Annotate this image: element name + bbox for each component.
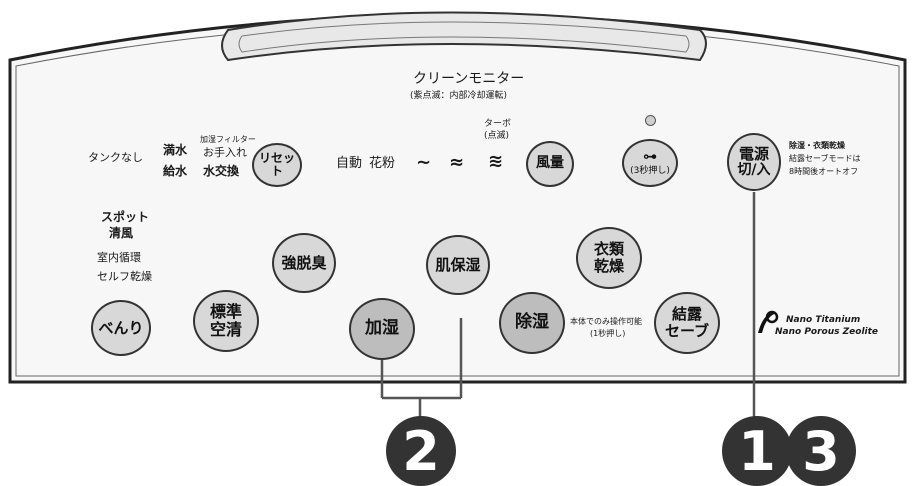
supply-water-indicator: 給水 xyxy=(163,164,188,178)
turbo-label-line2: (点滅) xyxy=(484,131,510,141)
filter-care-line1: 加湿フィルター xyxy=(200,135,256,144)
condensation-save-button[interactable]: 結露 セーブ xyxy=(654,292,720,354)
dehumidify-button-label: 除湿 xyxy=(515,312,549,333)
tank-none-indicator: タンクなし xyxy=(88,151,143,164)
skin-humidity-button[interactable]: 肌保湿 xyxy=(426,235,490,295)
room-circulation-label: 室内循環 xyxy=(97,251,141,264)
fan-mid-icon: ≈ xyxy=(449,152,465,173)
clothes-dry-line1: 衣類 xyxy=(593,240,624,259)
standard-clean-line1: 標準 xyxy=(209,302,242,322)
dehumidify-note-line1: 本体でのみ操作可能 xyxy=(570,317,642,326)
turbo-label-line1: ターボ xyxy=(484,119,512,129)
full-water-indicator: 満水 xyxy=(163,143,188,157)
water-change-indicator: 水交換 xyxy=(203,164,240,178)
standard-clean-button[interactable]: 標準 空清 xyxy=(193,290,259,352)
power-button[interactable]: 電源 切/入 xyxy=(727,133,781,191)
clothes-dry-line2: 乾燥 xyxy=(593,257,624,275)
fan-low-icon: ∼ xyxy=(416,152,432,173)
benri-button-label: べんり xyxy=(98,318,144,337)
skin-humidity-button-label: 肌保湿 xyxy=(435,255,481,274)
clean-monitor-title: クリーンモニター xyxy=(413,71,525,87)
key-icon: ⊶ xyxy=(643,149,657,166)
power-note-line1: 除湿・衣類乾燥 xyxy=(789,141,845,150)
spot-label-line2: 清風 xyxy=(109,226,134,240)
display-window xyxy=(221,11,707,62)
spot-label-line1: スポット xyxy=(101,210,150,224)
deodorize-button-label: 強脱臭 xyxy=(281,253,327,272)
benri-button[interactable]: べんり xyxy=(91,300,151,356)
callout-3: 3 xyxy=(786,416,856,486)
brand-logo-icon xyxy=(758,310,779,333)
child-lock-button[interactable]: ⊶ (3秒押し) xyxy=(622,139,678,187)
humidify-button[interactable]: 加湿 xyxy=(349,298,415,360)
dehumidify-note-line2: (1秒押し) xyxy=(590,329,626,338)
condensation-save-line2: セーブ xyxy=(664,322,710,340)
clothes-dry-button[interactable]: 衣類 乾燥 xyxy=(576,227,642,289)
mode-auto-indicator: 自動 xyxy=(336,156,363,171)
deodorize-button[interactable]: 強脱臭 xyxy=(272,233,336,293)
fan-speed-button[interactable]: 風量 xyxy=(526,141,574,187)
reset-button[interactable]: リセット xyxy=(252,143,302,187)
power-note-line3: 8時間後オートオフ xyxy=(789,167,859,176)
mode-pollen-indicator: 花粉 xyxy=(369,156,396,171)
fan-turbo-icon: ≋ xyxy=(488,151,504,172)
reset-button-label: リセット xyxy=(258,150,295,178)
child-lock-led xyxy=(645,115,656,126)
dehumidify-button[interactable]: 除湿 xyxy=(499,292,565,354)
callout-1: 1 xyxy=(722,416,792,486)
power-note-line2: 結露セーブモードは xyxy=(789,154,861,163)
brand-line1: Nano Titanium xyxy=(786,315,861,325)
fan-speed-button-label: 風量 xyxy=(536,155,564,172)
condensation-save-line1: 結露 xyxy=(671,305,702,324)
filter-care-line2: お手入れ xyxy=(203,146,247,159)
standard-clean-line2: 空清 xyxy=(209,320,242,339)
clean-monitor-subtitle: (紫点滅：内部冷却運転) xyxy=(410,91,508,101)
self-dry-label: セルフ乾燥 xyxy=(97,270,152,283)
power-button-line1: 電源 xyxy=(738,144,769,163)
child-lock-sub-label: (3秒押し) xyxy=(630,165,670,176)
brand-line2: Nano Porous Zeolite xyxy=(775,327,879,337)
power-button-line2: 切/入 xyxy=(737,161,771,178)
callout-2: 2 xyxy=(386,416,456,486)
humidify-button-label: 加湿 xyxy=(365,318,399,339)
